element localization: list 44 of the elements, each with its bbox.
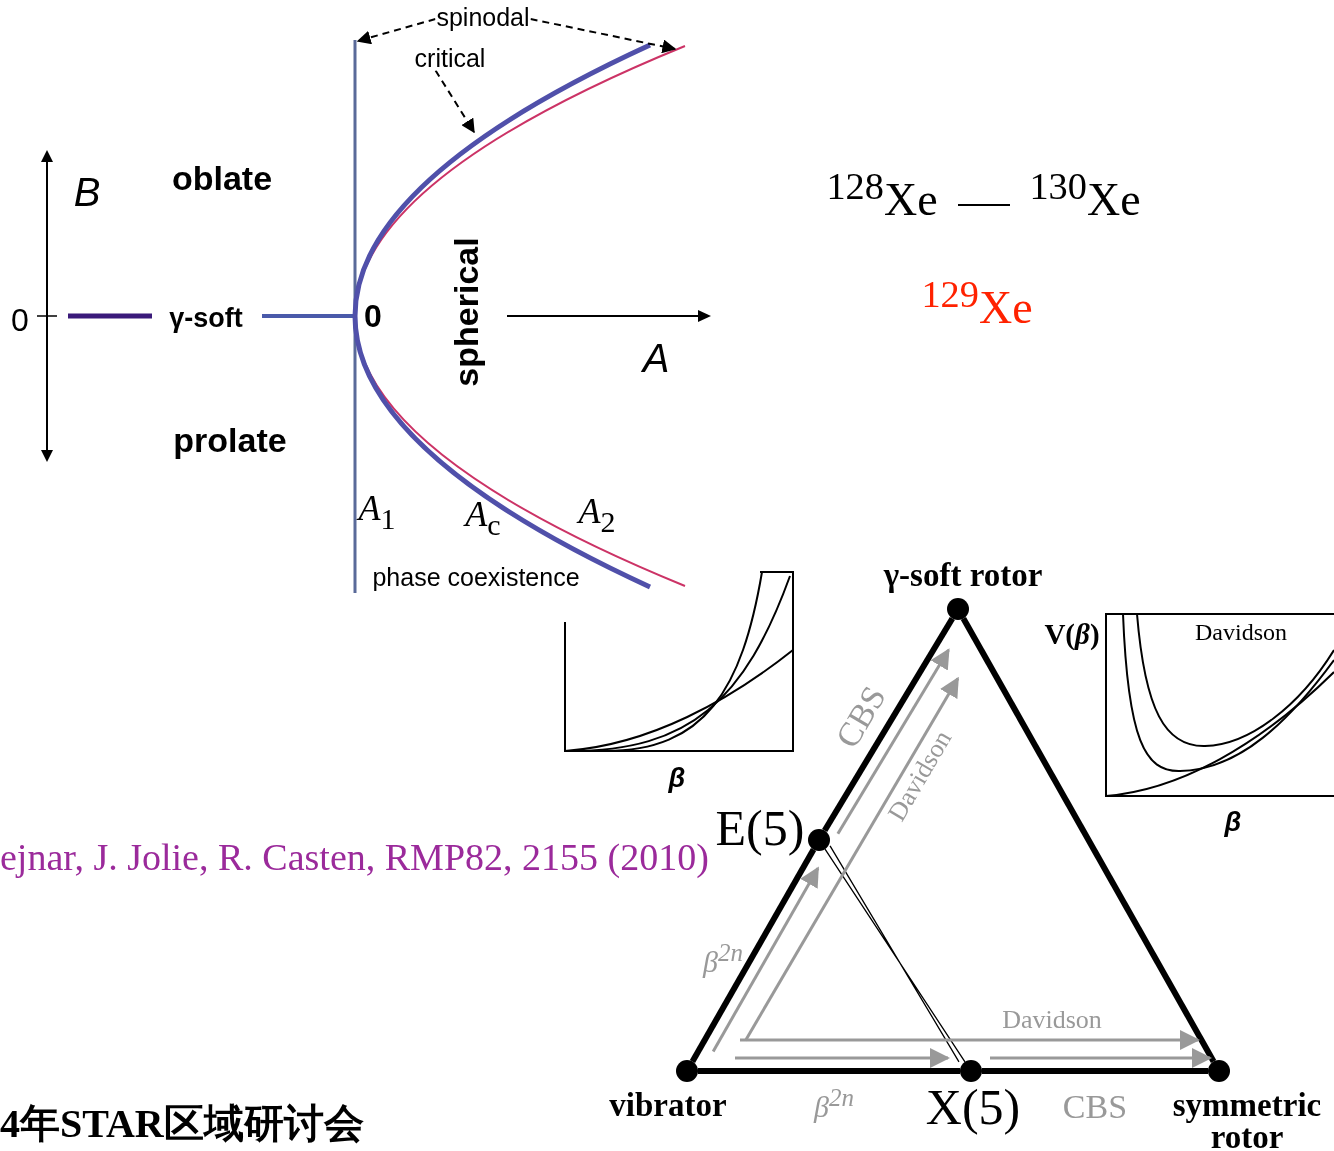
region-label: prolate (173, 423, 287, 457)
point-label: A$_{2}$ (578, 493, 616, 537)
arrow (990, 1048, 1212, 1068)
point-label: A$_{1}$ (358, 490, 396, 534)
isotope-label: $^{129}$Xe (921, 274, 1033, 332)
leader-arrow (356, 18, 437, 45)
isotope-label: $^{130}$Xe (1029, 166, 1141, 224)
axis-label: β (1224, 808, 1242, 836)
point-label: A$_{c}$ (465, 496, 501, 540)
tick-label: 0 (11, 304, 29, 336)
edge-label: β$^{2n}$ (814, 1084, 854, 1122)
citation-text: ejnar, J. Jolie, R. Casten, RMP82, 2155 (2010) (0, 838, 709, 876)
axis-label: A (642, 338, 670, 378)
axis-label: β (668, 764, 686, 792)
arrow (711, 866, 820, 1053)
leader-text: spinodal (435, 4, 531, 30)
vertex-label: γ-soft rotor (883, 558, 1043, 592)
arrow (735, 1048, 950, 1068)
point-label: 0 (364, 300, 382, 332)
arrow (744, 676, 960, 1042)
leader-arrow (529, 18, 677, 54)
triangle-side (689, 848, 817, 1063)
plot-label: Davidson (1195, 620, 1287, 644)
region-label: phase coexistence (372, 564, 580, 590)
edge-label: β$^{2n}$ (703, 939, 743, 977)
triangle-side (824, 845, 966, 1063)
region-label: γ-soft (169, 304, 243, 332)
leader-arrow (434, 69, 475, 134)
axis-label: V(β) (1044, 619, 1100, 649)
triangle-side (822, 616, 955, 833)
vertex-label: symmetric rotor (1171, 1089, 1323, 1151)
arrow (740, 1030, 1200, 1050)
triangle-side (698, 1068, 960, 1074)
footer-text: 4年STAR区域研讨会 (0, 1104, 364, 1144)
isotope-label: $^{128}$Xe (826, 166, 938, 224)
vertex-label: vibrator (609, 1088, 727, 1122)
axis-label: B (73, 172, 101, 212)
region-label: oblate (171, 161, 273, 195)
triangle-side (982, 1068, 1208, 1074)
arrow (836, 648, 950, 835)
edge-label: CBS (1062, 1090, 1128, 1124)
edge-label: Davidson (1002, 1007, 1102, 1033)
region-label: spherical (449, 237, 483, 387)
triangle-side (960, 617, 1217, 1063)
